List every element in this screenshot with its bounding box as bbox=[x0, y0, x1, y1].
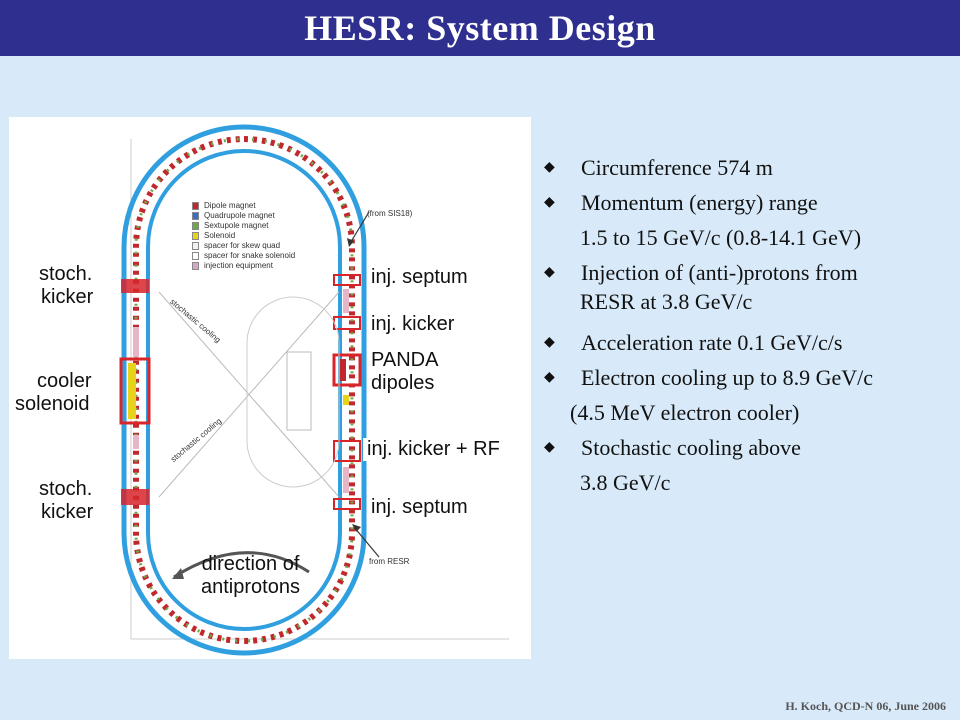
inj-septum-top-box bbox=[333, 274, 361, 286]
legend-swatch bbox=[192, 252, 199, 260]
panda-dipoles-label: PANDA dipoles bbox=[367, 349, 443, 395]
legend-label: Sextupole magnet bbox=[204, 221, 269, 230]
inj-kicker-label: inj. kicker bbox=[367, 313, 503, 336]
legend-item: injection equipment bbox=[192, 261, 295, 271]
arrow-from-sis18 bbox=[348, 211, 370, 246]
label-line: cooler bbox=[37, 370, 92, 392]
label-line: direction of bbox=[201, 553, 300, 575]
stoch-cooling-line-2 bbox=[158, 291, 340, 498]
bullet-text: Acceleration rate 0.1 GeV/c/s bbox=[581, 330, 843, 355]
arrow-from-sis18-head bbox=[347, 238, 354, 247]
inj-septum-top-label: inj. septum bbox=[367, 266, 472, 289]
direction-label: direction of antiprotons bbox=[201, 553, 300, 599]
legend-item: Dipole magnet bbox=[192, 201, 295, 211]
stoch-kicker-bottom-label: stoch. kicker bbox=[39, 478, 93, 524]
ring-outer bbox=[121, 124, 367, 656]
bullet-text: Momentum (energy) range bbox=[581, 190, 818, 215]
legend-item: Sextupole magnet bbox=[192, 221, 295, 231]
bullet-item: ◆ Electron cooling up to 8.9 GeV/c bbox=[540, 360, 955, 395]
label-line: kicker bbox=[41, 286, 94, 308]
inj-septum-bottom-box bbox=[333, 498, 361, 510]
label-line: stoch. bbox=[39, 478, 93, 500]
legend-label: Solenoid bbox=[204, 231, 236, 240]
inj-kicker-box bbox=[333, 316, 361, 330]
ring-diagram: Dipole magnet Quadrupole magnet Sextupol… bbox=[9, 117, 531, 659]
legend-item: spacer for skew quad bbox=[192, 241, 295, 251]
stoch-kicker-top-box bbox=[121, 279, 149, 293]
legend-label: spacer for skew quad bbox=[204, 241, 281, 250]
label-line: PANDA bbox=[371, 349, 439, 371]
legend-swatch bbox=[192, 202, 199, 210]
legend-item: Quadrupole magnet bbox=[192, 211, 295, 221]
legend-swatch bbox=[192, 242, 199, 250]
bullet-item: ◆ Acceleration rate 0.1 GeV/c/s bbox=[540, 325, 955, 360]
bullet-continuation: (4.5 MeV electron cooler) bbox=[570, 400, 800, 425]
panda-box bbox=[332, 353, 362, 387]
ring-drawing bbox=[119, 124, 509, 656]
inj-kicker-rf-box bbox=[333, 440, 361, 462]
legend-label: spacer for snake solenoid bbox=[204, 251, 296, 260]
bullet-text: Stochastic cooling above bbox=[581, 435, 801, 460]
bullet-item: ◆ Circumference 574 m bbox=[540, 150, 955, 185]
bullet-text: Electron cooling up to 8.9 GeV/c bbox=[581, 365, 874, 390]
arrow-from-resr-head bbox=[352, 524, 361, 532]
arrow-from-resr bbox=[353, 526, 380, 558]
left-pink-2 bbox=[133, 435, 139, 449]
legend-swatch bbox=[192, 222, 199, 230]
inner-outline bbox=[246, 296, 340, 488]
legend-label: Dipole magnet bbox=[204, 201, 256, 210]
bullet-diamond-icon: ◆ bbox=[544, 440, 555, 455]
stoch-kicker-bottom-box bbox=[121, 489, 149, 505]
panda-dipole-1 bbox=[340, 359, 346, 381]
cooler-solenoid-bar bbox=[128, 363, 136, 419]
inner-box bbox=[286, 351, 312, 431]
from-resr-label: from RESR bbox=[369, 557, 410, 566]
right-pink-2 bbox=[343, 467, 349, 493]
right-yellow bbox=[343, 395, 349, 405]
inj-kicker-rf-label: inj. kicker + RF bbox=[363, 438, 504, 461]
left-pink-1 bbox=[133, 327, 139, 357]
bullet-continuation: RESR at 3.8 GeV/c bbox=[580, 289, 753, 314]
from-sis18-label: (from SIS18) bbox=[367, 209, 413, 218]
stoch-kicker-top-label: stoch. kicker bbox=[39, 263, 93, 309]
inj-septum-bottom-label: inj. septum bbox=[367, 496, 472, 519]
bullet-diamond-icon: ◆ bbox=[544, 265, 555, 280]
label-line: dipoles bbox=[371, 372, 435, 394]
label-line: antiprotons bbox=[201, 576, 300, 598]
bullet-list: ◆ Circumference 574 m ◆ Momentum (energy) … bbox=[540, 150, 955, 500]
legend-label: injection equipment bbox=[204, 261, 273, 270]
label-line: kicker bbox=[41, 501, 94, 523]
right-pink-1 bbox=[343, 289, 349, 313]
legend: Dipole magnet Quadrupole magnet Sextupol… bbox=[192, 201, 295, 271]
legend-swatch bbox=[192, 262, 199, 270]
slide-title: HESR: System Design bbox=[304, 8, 656, 48]
bullet-item: ◆ Injection of (anti-)protons from bbox=[540, 255, 955, 290]
legend-swatch bbox=[192, 212, 199, 220]
cooler-box bbox=[119, 357, 151, 425]
label-line: solenoid bbox=[15, 393, 90, 415]
bullet-continuation: 1.5 to 15 GeV/c (0.8-14.1 GeV) bbox=[580, 225, 862, 250]
legend-item: spacer for snake solenoid bbox=[192, 251, 295, 261]
label-line: stoch. bbox=[39, 263, 93, 285]
bullet-item: ◆ Stochastic cooling above bbox=[540, 430, 955, 465]
bullet-diamond-icon: ◆ bbox=[544, 160, 555, 175]
bullet-text: Circumference 574 m bbox=[581, 155, 773, 180]
cooler-solenoid-label: cooler solenoid bbox=[15, 370, 92, 416]
footer-credit: H. Koch, QCD-N 06, June 2006 bbox=[785, 699, 946, 713]
direction-arc-head bbox=[172, 568, 184, 579]
legend-label: Quadrupole magnet bbox=[204, 211, 275, 220]
bullet-diamond-icon: ◆ bbox=[544, 195, 555, 210]
title-bar: HESR: System Design bbox=[0, 0, 960, 56]
bullet-continuation: 3.8 GeV/c bbox=[580, 470, 671, 495]
bullet-diamond-icon: ◆ bbox=[544, 370, 555, 385]
legend-item: Solenoid bbox=[192, 231, 295, 241]
bullet-diamond-icon: ◆ bbox=[544, 335, 555, 350]
direction-arc bbox=[173, 551, 310, 579]
legend-swatch bbox=[192, 232, 199, 240]
bullet-text: Injection of (anti-)protons from bbox=[581, 260, 858, 285]
bullet-item: ◆ Momentum (energy) range bbox=[540, 185, 955, 220]
